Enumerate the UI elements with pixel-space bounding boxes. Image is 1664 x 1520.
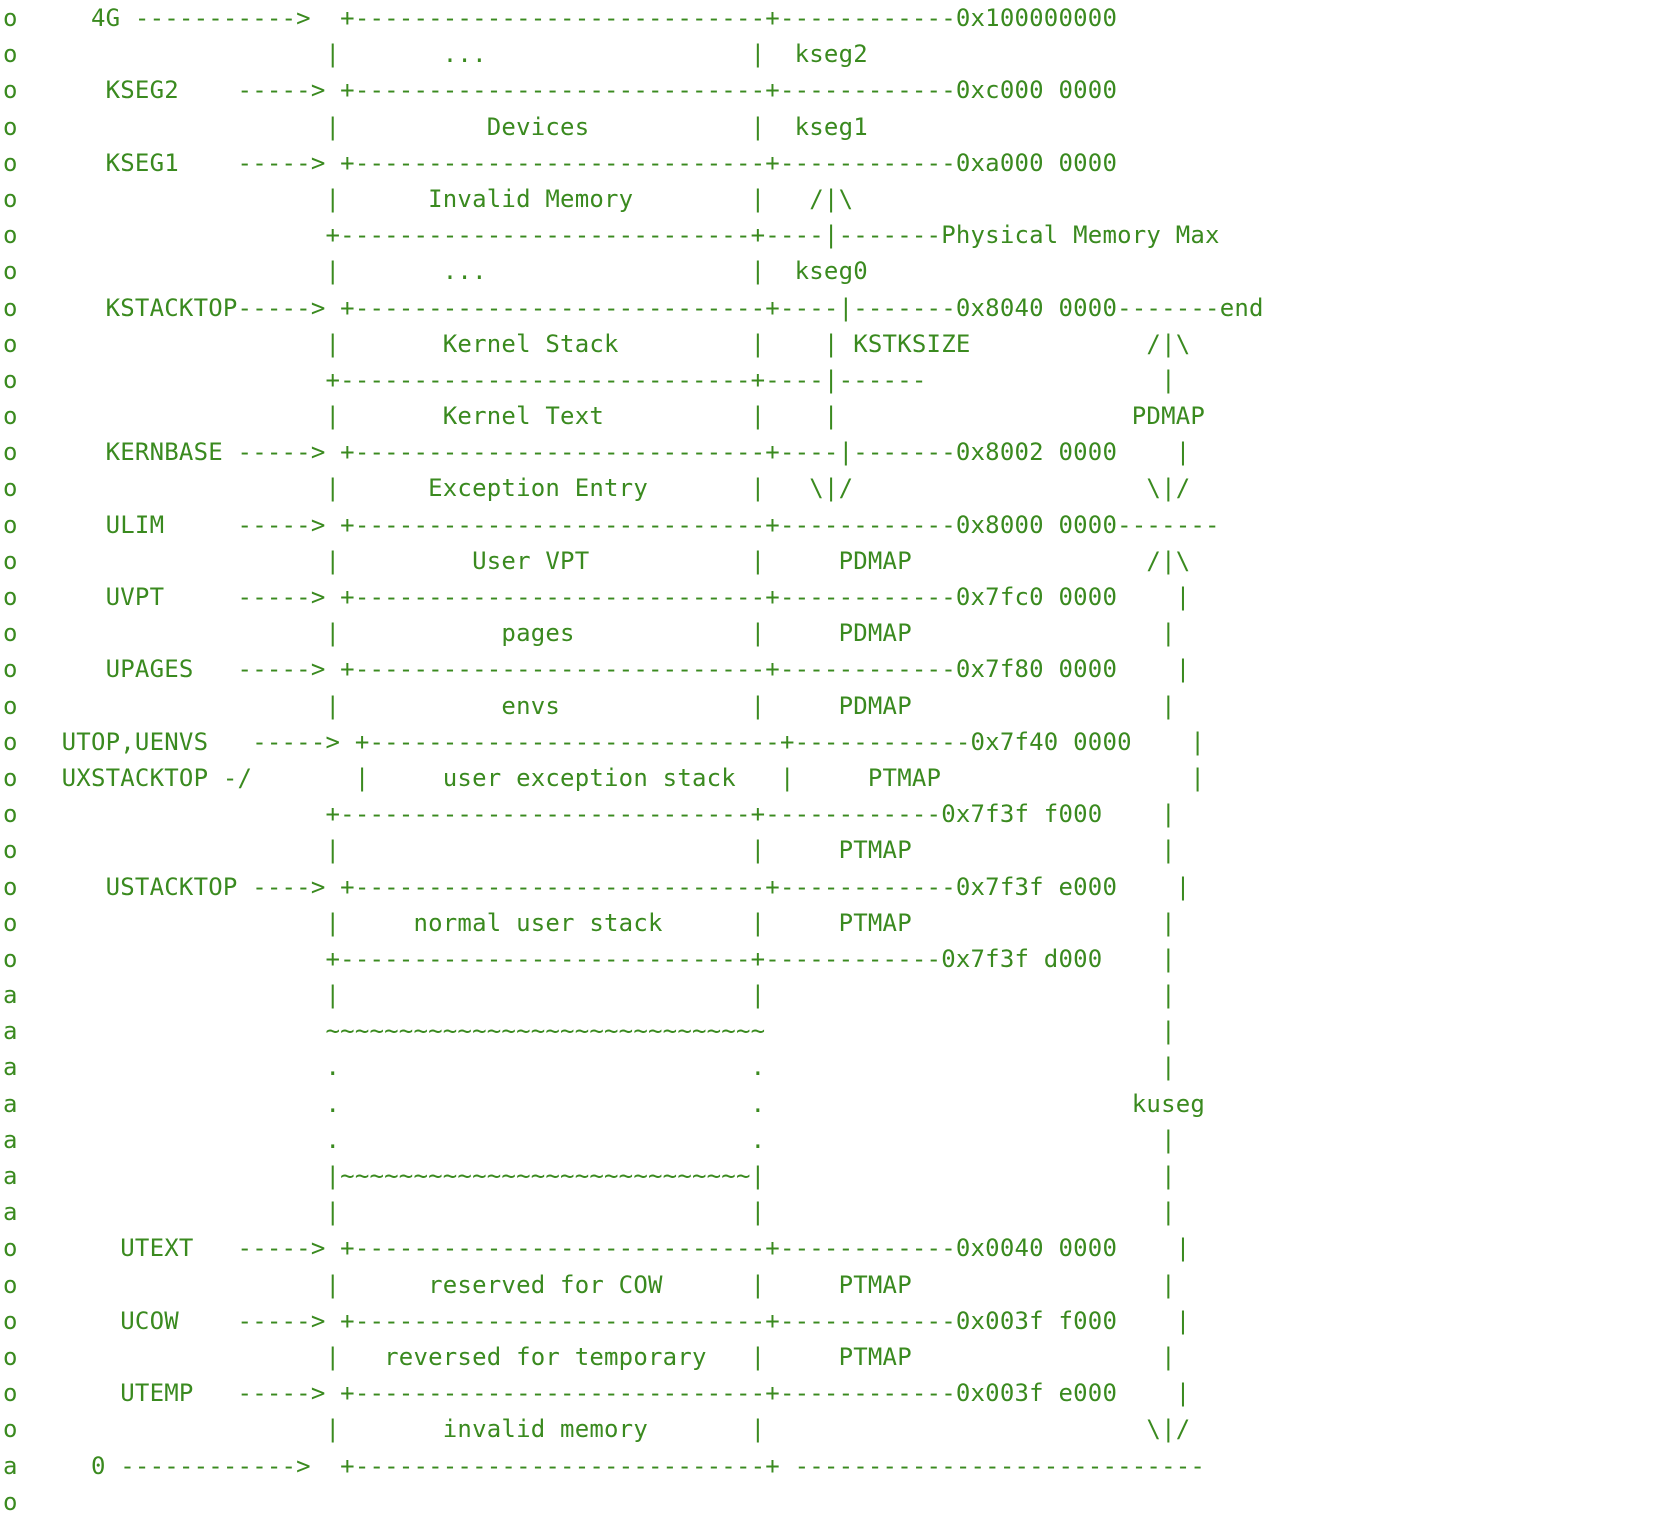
diagram-line: o UPAGES -----> +-----------------------…: [3, 655, 1191, 684]
diagram-line: o UTEMP -----> +------------------------…: [3, 1379, 1191, 1408]
diagram-line: o UTOP,UENVS -----> +-------------------…: [3, 727, 1206, 756]
diagram-line: o | ... | kseg2: [3, 40, 868, 69]
diagram-line: o: [3, 1487, 18, 1516]
diagram-line: o | invalid memory | \|/: [3, 1415, 1191, 1444]
diagram-line: o | User VPT | PDMAP /|\: [3, 546, 1191, 575]
diagram-line: o | pages | PDMAP |: [3, 619, 1176, 648]
diagram-line: o | Kernel Stack | | KSTKSIZE /|\: [3, 329, 1191, 358]
diagram-line: a . . kuseg: [3, 1089, 1206, 1118]
diagram-line: a . . |: [3, 1125, 1176, 1154]
diagram-line: o KSEG1 -----> +------------------------…: [3, 148, 1118, 177]
diagram-line: o +----------------------------+----|---…: [3, 365, 1176, 394]
diagram-line: o 4G -----------> +---------------------…: [3, 4, 1118, 32]
diagram-line: o +----------------------------+--------…: [3, 944, 1176, 973]
diagram-line: o +----------------------------+--------…: [3, 800, 1176, 829]
diagram-line: a 0 ------------> +---------------------…: [3, 1451, 1206, 1480]
diagram-line: a ~~~~~~~~~~~~~~~~~~~~~~~~~~~~~~ |: [3, 1017, 1176, 1046]
diagram-line: o | normal user stack | PTMAP |: [3, 908, 1176, 937]
diagram-line: o UVPT -----> +-------------------------…: [3, 583, 1191, 611]
diagram-line: o | Kernel Text | | PDMAP: [3, 402, 1206, 431]
diagram-line: a | | |: [3, 1198, 1176, 1227]
diagram-line: o | envs | PDMAP |: [3, 691, 1176, 720]
diagram-line: o | reversed for temporary | PTMAP |: [3, 1342, 1176, 1371]
diagram-line: o UTEXT -----> +------------------------…: [3, 1234, 1191, 1263]
diagram-line: a |~~~~~~~~~~~~~~~~~~~~~~~~~~~~| |: [3, 1162, 1176, 1190]
diagram-line: o | ... | kseg0: [3, 257, 868, 286]
diagram-line: o USTACKTOP ----> +---------------------…: [3, 872, 1191, 901]
diagram-line: o UXSTACKTOP -/ | user exception stack |…: [3, 763, 1206, 792]
diagram-line: a . . |: [3, 1053, 1176, 1082]
diagram-line: o | Devices | kseg1: [3, 112, 868, 141]
diagram-line: o ULIM -----> +-------------------------…: [3, 510, 1220, 539]
diagram-line: o | | PTMAP |: [3, 836, 1176, 865]
diagram-line: o UCOW -----> +-------------------------…: [3, 1306, 1191, 1335]
diagram-line: o KSEG2 -----> +------------------------…: [3, 76, 1118, 105]
diagram-line: a | | |: [3, 981, 1176, 1010]
diagram-line: o | Exception Entry | \|/ \|/: [3, 474, 1191, 503]
diagram-line: o +----------------------------+----|---…: [3, 221, 1220, 250]
diagram-line: o | reserved for COW | PTMAP |: [3, 1270, 1176, 1299]
diagram-line: o | Invalid Memory | /|\: [3, 184, 854, 213]
memory-layout-diagram: o 4G -----------> +---------------------…: [3, 0, 1264, 1520]
diagram-line: o KSTACKTOP-----> +---------------------…: [3, 293, 1264, 322]
diagram-line: o KERNBASE -----> +---------------------…: [3, 438, 1191, 467]
